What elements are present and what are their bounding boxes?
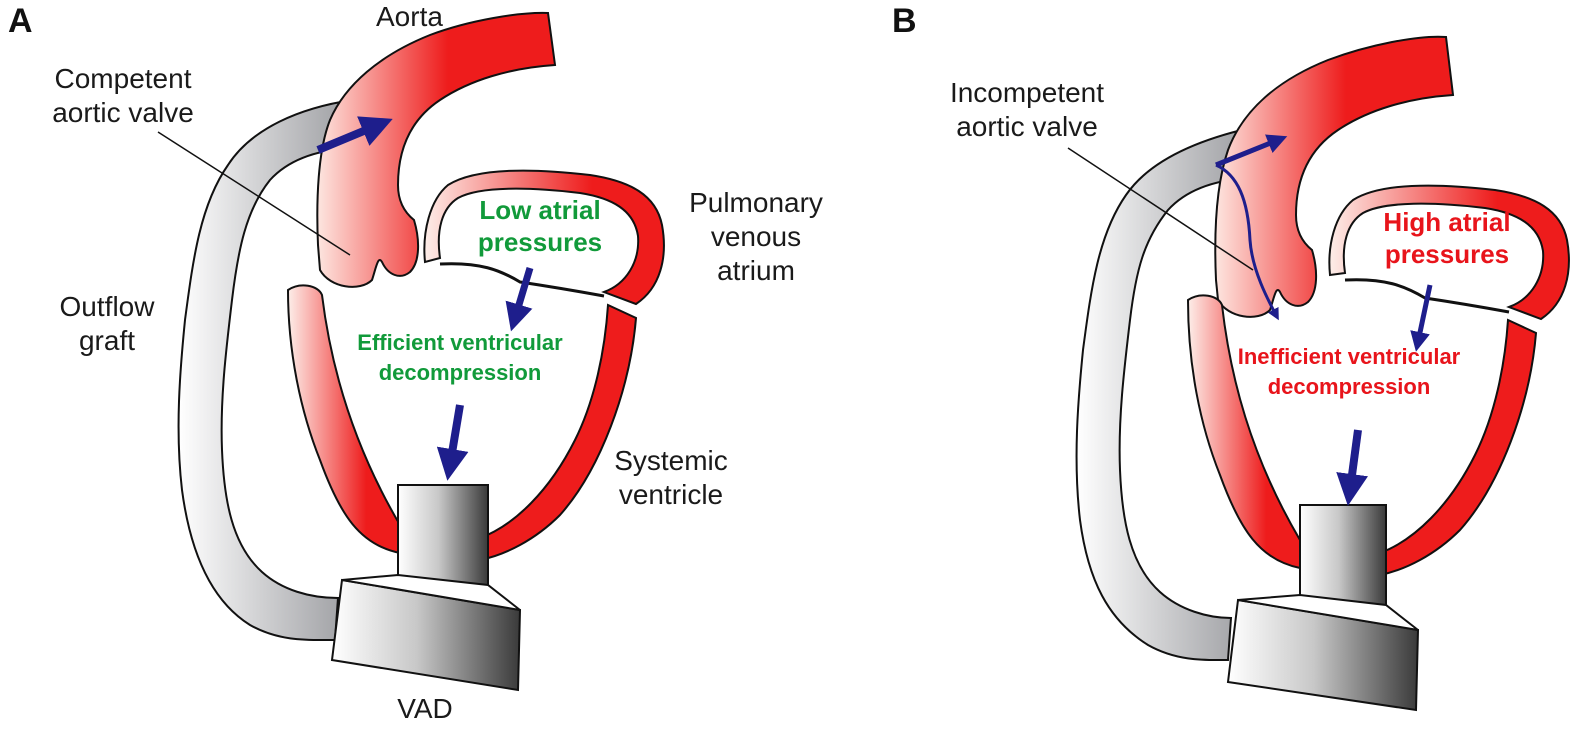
low-atrial-line1: Low atrial <box>479 195 601 225</box>
incompetent-valve-label: Incompetent aortic valve <box>932 76 1122 144</box>
inefficient-decompression-label: Inefficient ventricular decompression <box>1224 342 1474 402</box>
systemic-line2: ventricle <box>618 479 724 510</box>
systemic-line1: Systemic <box>614 445 728 476</box>
efficient-decompression-label: Efficient ventricular decompression <box>340 328 580 388</box>
inefficient-line2: decompression <box>1267 374 1431 399</box>
high-atrial-pressures-label: High atrial pressures <box>1362 206 1532 270</box>
ventricle-b <box>1186 294 1301 570</box>
valve-pointer-a <box>157 131 351 256</box>
aorta-a <box>316 11 557 288</box>
vad-top-b <box>1237 593 1419 631</box>
panel-b-letter: B <box>892 2 917 40</box>
vad-inflow-b <box>1299 504 1387 614</box>
competent-valve-label: Competent aortic valve <box>38 62 208 130</box>
incompetent-valve-line1: Incompetent <box>949 77 1105 108</box>
flow-arrow-atrium-b <box>1410 284 1433 352</box>
atrium-b <box>1328 184 1570 321</box>
efficient-line1: Efficient ventricular <box>357 330 563 355</box>
aorta-b <box>1214 35 1455 318</box>
outflow-graft-b <box>1075 126 1252 662</box>
regurgitant-arrow-b <box>1215 163 1279 321</box>
flow-arrow-vad-a <box>436 404 469 481</box>
flow-arrow-vad-b <box>1336 429 1368 506</box>
flow-arrow-aorta-a <box>316 116 393 154</box>
competent-valve-line2: aortic valve <box>52 97 194 128</box>
atrium-a <box>423 169 665 306</box>
flow-arrow-atrium-a <box>505 266 534 332</box>
pulmonary-line2: venous <box>710 221 802 252</box>
low-atrial-pressures-label: Low atrial pressures <box>460 194 620 258</box>
pulmonary-venous-atrium-label: Pulmonary venous atrium <box>676 186 836 288</box>
panel-b-drawing <box>1067 35 1570 712</box>
vad-top-a <box>341 573 521 611</box>
inefficient-line1: Inefficient ventricular <box>1237 344 1461 369</box>
systemic-ventricle-label: Systemic ventricle <box>596 444 746 512</box>
valve-pointer-b <box>1067 147 1254 271</box>
incompetent-valve-line2: aortic valve <box>956 111 1098 142</box>
outflow-graft-label: Outflow graft <box>52 290 162 358</box>
outflow-graft-a <box>177 98 354 642</box>
high-atrial-line2: pressures <box>1384 239 1510 269</box>
panel-a-drawing <box>157 11 665 692</box>
mitral-valve-a <box>439 262 605 298</box>
flow-arrow-aorta-b <box>1215 134 1288 168</box>
pulmonary-line1: Pulmonary <box>689 187 823 218</box>
competent-valve-line1: Competent <box>54 63 192 94</box>
low-atrial-line2: pressures <box>477 227 603 257</box>
high-atrial-line1: High atrial <box>1383 207 1511 237</box>
aorta-label: Aorta <box>376 1 443 32</box>
pulmonary-line3: atrium <box>717 255 795 286</box>
panel-a-letter: A <box>8 2 33 40</box>
vad-inflow-a <box>397 484 489 596</box>
ventricle-a <box>286 284 401 555</box>
outflow-line1: Outflow <box>59 291 155 322</box>
vad-label: VAD <box>397 693 453 724</box>
outflow-line2: graft <box>78 325 136 356</box>
efficient-line2: decompression <box>378 360 542 385</box>
